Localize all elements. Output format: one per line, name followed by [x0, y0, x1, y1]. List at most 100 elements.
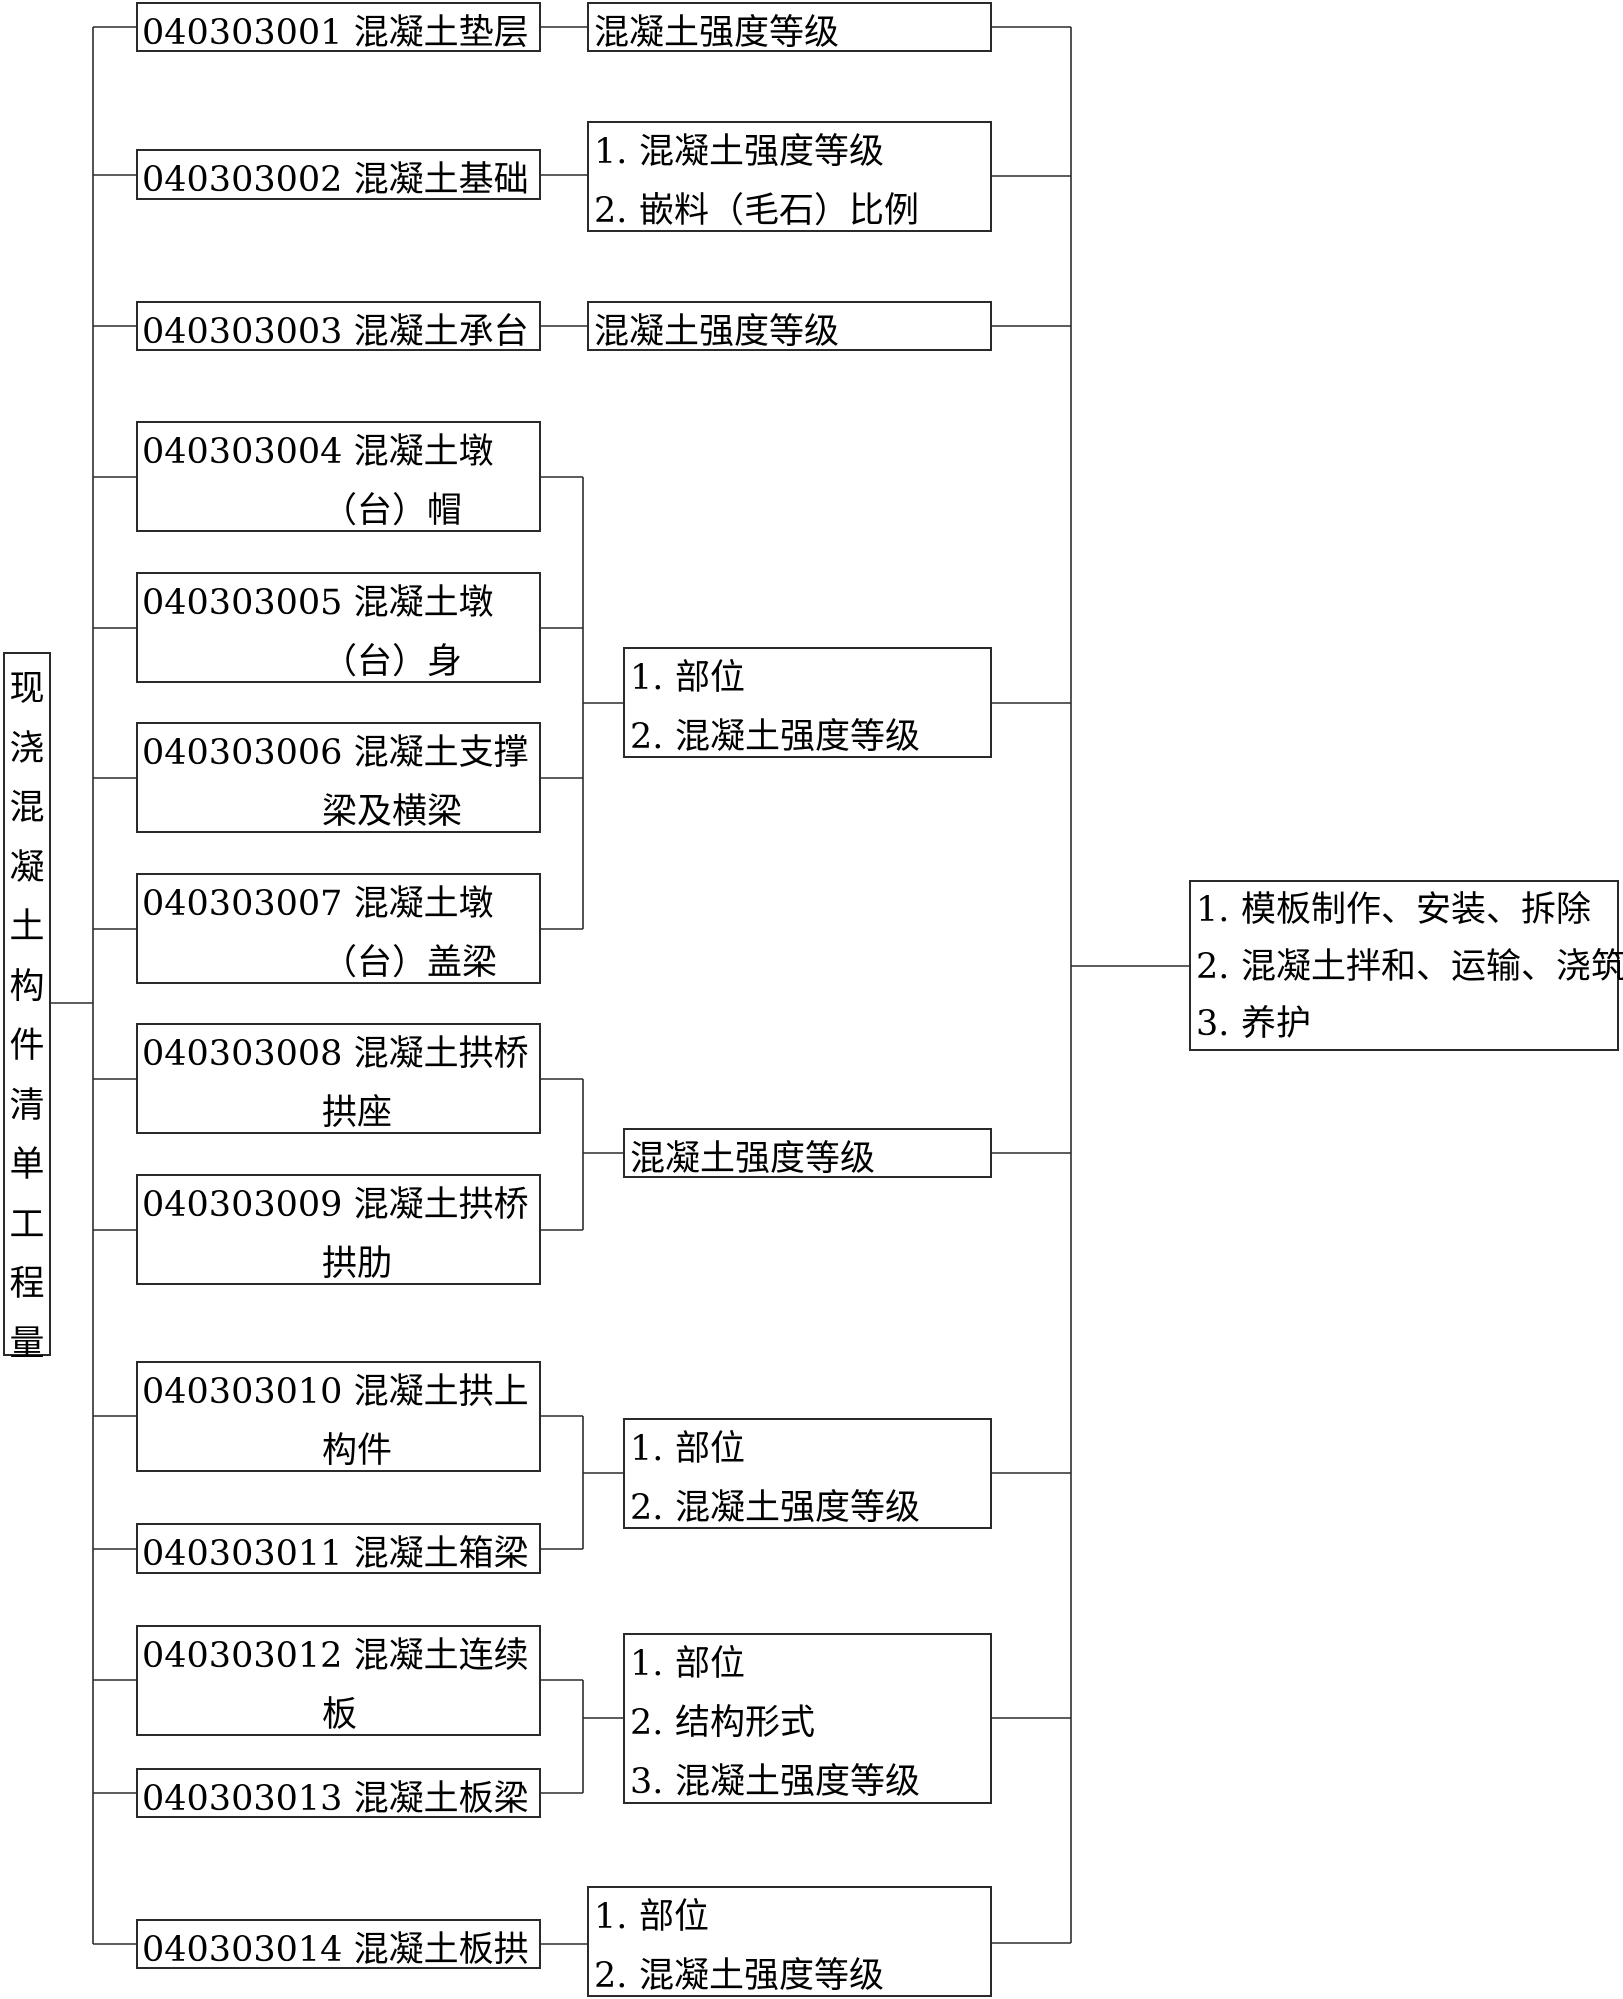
item-code: 040303004: [142, 432, 343, 472]
item-box-040303008: 040303008 混凝土拱桥 拱座: [136, 1023, 541, 1134]
attribute-box-5: 混凝土强度等级: [623, 1128, 992, 1178]
attribute-box-2: 1. 混凝土强度等级 2. 嵌料（毛石）比例: [587, 121, 992, 232]
item-box-040303009: 040303009 混凝土拱桥 拱肋: [136, 1174, 541, 1285]
root-label-char: 量: [9, 1323, 45, 1364]
attribute-text: 混凝土强度等级: [675, 1488, 921, 1528]
attribute-box-4: 1. 部位 2.混凝土强度等级: [623, 647, 992, 758]
attribute-box-6: 1. 部位 2. 混凝土强度等级: [623, 1418, 992, 1529]
item-code: 040303008: [142, 1034, 343, 1074]
item-name-line2: 拱肋: [322, 1244, 393, 1284]
item-box-040303004: 040303004 混凝土墩 （台）帽: [136, 421, 541, 532]
item-box-040303005: 040303005 混凝土墩 （台）身: [136, 572, 541, 683]
root-label-char: 凝: [9, 847, 45, 888]
attribute-text: 部位: [675, 1429, 746, 1469]
item-code: 040303001: [142, 13, 343, 52]
attribute-text: 混凝土强度等级: [639, 132, 885, 172]
root-label-char: 工: [9, 1204, 45, 1245]
item-code: 040303005: [142, 583, 343, 623]
attribute-number: 1.: [594, 1897, 628, 1937]
work-line: 3.养护: [1196, 996, 1617, 1053]
attribute-number: 2.: [630, 717, 664, 757]
work-line: 1. 模板制作、安装、拆除: [1196, 882, 1617, 939]
work-number: 2.: [1196, 947, 1230, 987]
attribute-text: 部位: [675, 658, 746, 698]
item-name-line2: 梁及横梁: [322, 792, 463, 832]
attribute-text: 部位: [639, 1897, 710, 1937]
root-label: 现浇混凝土构件清单工程量: [5, 660, 49, 1374]
item-code: 040303012: [142, 1636, 343, 1676]
item-name: 混凝土垫层: [353, 13, 529, 52]
root-label-char: 清: [9, 1085, 45, 1126]
attribute-line: 2. 嵌料（毛石）比例: [594, 182, 990, 231]
item-name: 混凝土墩: [353, 583, 494, 623]
item-name: 混凝土承台: [353, 312, 529, 351]
item-name: 混凝土拱桥: [353, 1185, 529, 1225]
root-label-char: 件: [9, 1026, 45, 1066]
item-name: 混凝土连续: [353, 1636, 529, 1676]
attribute-line: 混凝土强度等级: [594, 4, 990, 50]
root-label-char: 单: [9, 1145, 45, 1185]
root-label-char: 混: [9, 788, 45, 828]
item-name: 混凝土支撑: [353, 733, 529, 773]
attribute-text: 嵌料（毛石）比例: [639, 191, 920, 231]
root-label-char: 土: [9, 907, 45, 947]
item-code: 040303003: [142, 312, 343, 351]
attribute-line: 混凝土强度等级: [594, 303, 990, 349]
attribute-number: 2.: [630, 1488, 664, 1528]
item-name: 混凝土基础: [353, 160, 529, 200]
attribute-line: 混凝土强度等级: [630, 1130, 990, 1178]
item-name: 混凝土拱上: [353, 1372, 529, 1412]
item-code: 040303010: [142, 1372, 343, 1412]
item-box-040303012: 040303012 混凝土连续 板: [136, 1625, 541, 1736]
item-code: 040303006: [142, 733, 343, 773]
item-name-line2: 拱座: [322, 1093, 393, 1133]
work-text: 模板制作、安装、拆除: [1241, 890, 1592, 930]
item-name-line2: 构件: [322, 1431, 393, 1471]
item-name: 混凝土墩: [353, 884, 494, 924]
attribute-number: 1.: [630, 658, 664, 698]
work-text: 混凝土拌和、运输、浇筑: [1241, 947, 1623, 987]
attribute-text: 混凝土强度等级: [630, 1139, 876, 1178]
attribute-text: 结构形式: [675, 1703, 816, 1743]
root-label-char: 程: [9, 1264, 45, 1304]
item-code: 040303013: [142, 1779, 343, 1818]
attribute-line: 2.混凝土强度等级: [630, 708, 990, 757]
attribute-line: 1.部位: [630, 1635, 990, 1694]
attribute-box-7: 1.部位 2.结构形式 3.混凝土强度等级: [623, 1633, 992, 1804]
item-code: 040303002: [142, 160, 343, 200]
item-code: 040303007: [142, 884, 343, 924]
item-box-040303006: 040303006 混凝土支撑 梁及横梁: [136, 722, 541, 833]
attribute-line: 3.混凝土强度等级: [630, 1753, 990, 1802]
root-box: 现浇混凝土构件清单工程量: [3, 652, 51, 1364]
item-box-040303002: 040303002 混凝土基础: [136, 149, 541, 200]
attribute-box-8: 1. 部位 2. 混凝土强度等级: [587, 1886, 992, 1997]
attribute-line: 2. 混凝土强度等级: [630, 1479, 990, 1528]
attribute-box-1: 混凝土强度等级: [587, 2, 992, 52]
attribute-number: 2.: [594, 191, 628, 231]
item-code: 040303011: [142, 1534, 343, 1574]
attribute-text: 混凝土强度等级: [639, 1956, 885, 1996]
item-name-line2: （台）帽: [322, 491, 463, 531]
item-box-040303010: 040303010 混凝土拱上 构件: [136, 1361, 541, 1472]
attribute-line: 2. 混凝土强度等级: [594, 1947, 990, 1996]
attribute-number: 1.: [630, 1429, 664, 1469]
item-name: 混凝土墩: [353, 432, 494, 472]
item-box-040303003: 040303003 混凝土承台: [136, 301, 541, 351]
work-content-box: 1. 模板制作、安装、拆除 2. 混凝土拌和、运输、浇筑 3.养护: [1189, 880, 1623, 1053]
item-name-line2: （台）盖梁: [322, 943, 498, 983]
attribute-text: 混凝土强度等级: [675, 1762, 921, 1802]
root-label-char: 现: [9, 669, 45, 709]
item-box-040303007: 040303007 混凝土墩 （台）盖梁: [136, 873, 541, 984]
attribute-line: 2.结构形式: [630, 1694, 990, 1753]
attribute-line: 1. 部位: [594, 1888, 990, 1947]
attribute-line: 1. 混凝土强度等级: [594, 123, 990, 182]
item-name-line2: （台）身: [322, 642, 463, 682]
work-number: 1.: [1196, 890, 1230, 930]
attribute-line: 1. 部位: [630, 1420, 990, 1479]
attribute-number: 2.: [594, 1956, 628, 1996]
item-box-040303013: 040303013 混凝土板梁: [136, 1768, 541, 1818]
attribute-number: 1.: [594, 132, 628, 172]
item-name-line2: 板: [322, 1695, 358, 1735]
work-line: 2. 混凝土拌和、运输、浇筑: [1196, 939, 1623, 996]
